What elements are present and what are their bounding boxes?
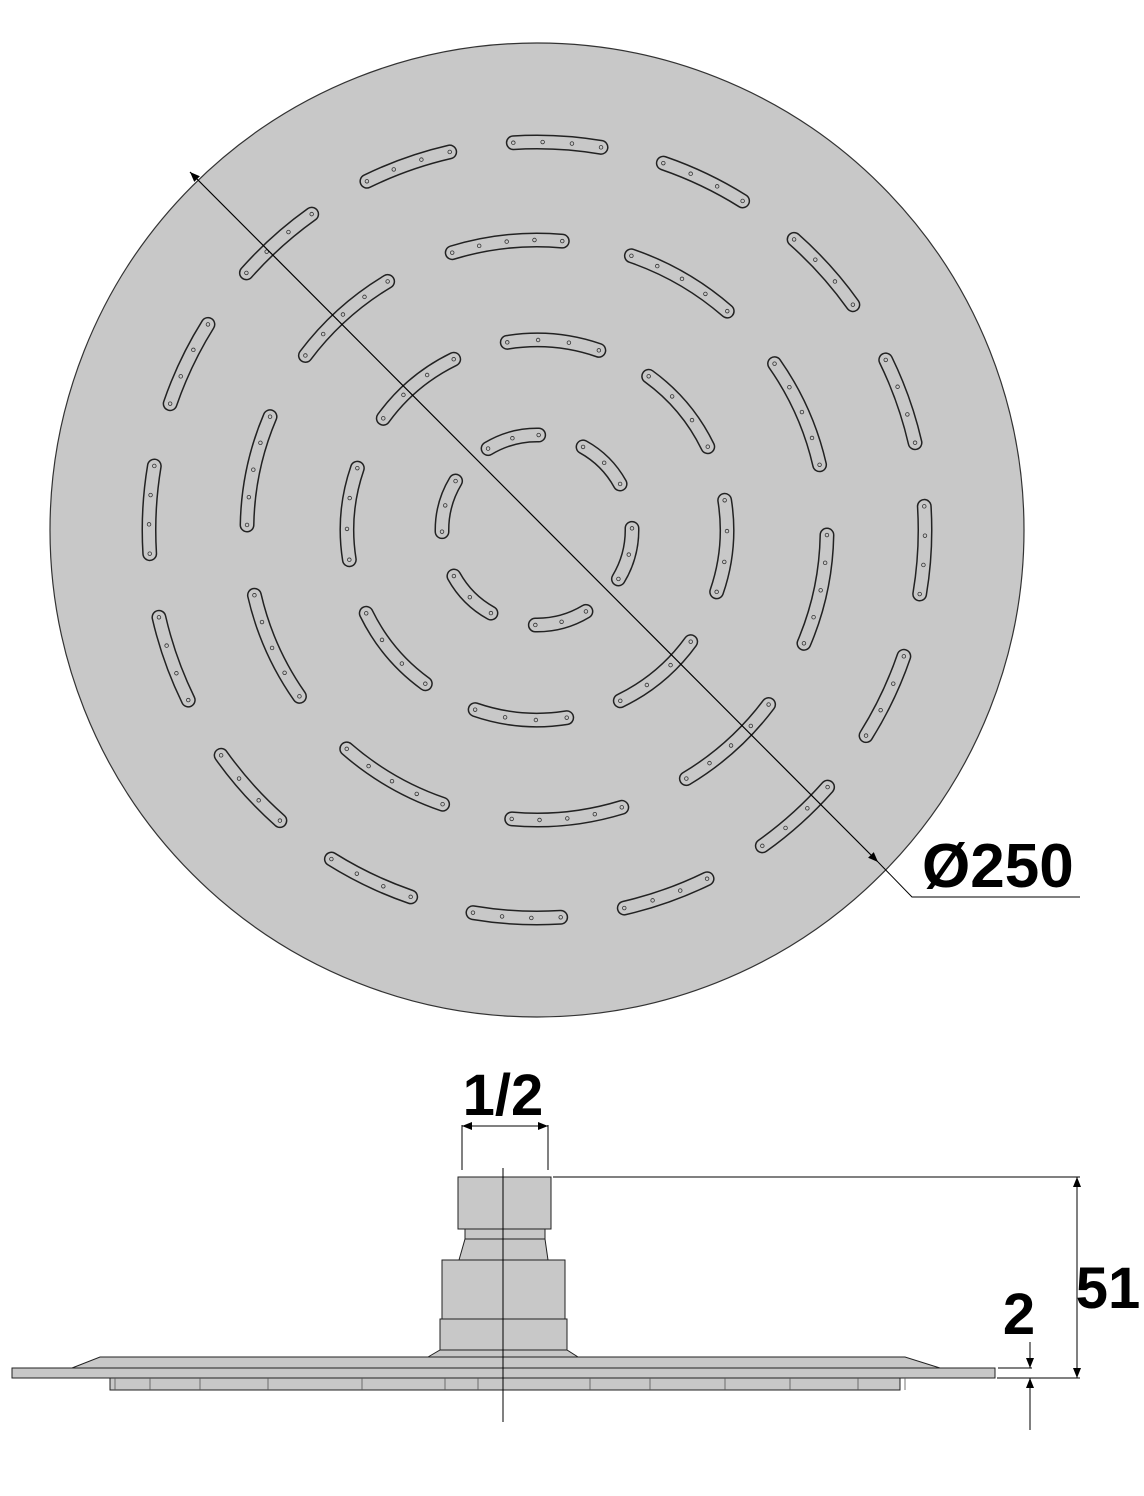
side-dimensions bbox=[461, 1122, 1081, 1430]
nozzle-hole bbox=[147, 551, 152, 556]
flange bbox=[71, 1356, 941, 1369]
nozzle-hole bbox=[895, 384, 900, 389]
thickness-label: 2 bbox=[1003, 1282, 1035, 1347]
side-view bbox=[11, 1168, 996, 1422]
nozzle-hole bbox=[912, 440, 918, 445]
diameter-leader-line bbox=[877, 861, 1080, 898]
nozzle-slot-inner bbox=[913, 500, 931, 601]
nozzle-hole bbox=[156, 615, 162, 620]
nozzle-hole bbox=[470, 910, 476, 915]
nozzle-hole bbox=[922, 504, 927, 509]
nozzle-hole bbox=[408, 894, 413, 900]
nozzle-slot-inner bbox=[143, 459, 161, 560]
nozzle-hole bbox=[174, 671, 179, 676]
nozzle-hole bbox=[511, 140, 516, 145]
nozzle-hole bbox=[354, 871, 360, 876]
nozzle-hole bbox=[661, 160, 666, 166]
neck-ring bbox=[464, 1228, 546, 1240]
nozzle-hole bbox=[891, 681, 896, 686]
nozzle-hole bbox=[164, 643, 169, 648]
nozzle-hole bbox=[921, 562, 926, 568]
thread-fitting bbox=[457, 1176, 552, 1230]
nozzle-hole bbox=[391, 167, 396, 172]
nozzle-hole bbox=[499, 914, 505, 919]
nozzle-slot-inner bbox=[618, 872, 714, 915]
thread-label: 1/2 bbox=[463, 1063, 544, 1128]
nozzle-hole bbox=[178, 374, 183, 379]
nozzle-hole bbox=[622, 905, 627, 911]
nozzle-hole bbox=[146, 522, 152, 527]
nozzle-hole bbox=[558, 915, 563, 920]
nozzle-slot-inner bbox=[879, 353, 922, 449]
nozzle-hole bbox=[905, 412, 910, 417]
nozzle-hole bbox=[152, 463, 157, 469]
nozzle-slot-inner bbox=[466, 906, 567, 924]
nozzle-hole bbox=[922, 533, 928, 538]
nozzle-slot-inner bbox=[507, 136, 608, 154]
nozzle-hole bbox=[569, 141, 575, 146]
nozzle-hole bbox=[598, 145, 604, 150]
nozzle-hole bbox=[704, 876, 710, 881]
nozzle-hole bbox=[447, 149, 452, 155]
nozzle-hole bbox=[529, 915, 534, 921]
nozzle-hole bbox=[678, 888, 683, 893]
nozzle-hole bbox=[167, 401, 173, 406]
nozzle-hole bbox=[381, 884, 386, 889]
diameter-dimension-line bbox=[189, 171, 879, 863]
nozzle-hole bbox=[419, 157, 424, 162]
nozzle-hole bbox=[883, 357, 888, 363]
nozzle-hole bbox=[901, 654, 907, 659]
nozzle-hole bbox=[917, 591, 922, 597]
nozzle-slot-inner bbox=[152, 611, 195, 707]
nozzle-strip bbox=[109, 1377, 901, 1391]
nozzle-hole bbox=[148, 492, 153, 498]
height-label: 51 bbox=[1076, 1256, 1141, 1321]
top-view: Ø250 bbox=[49, 42, 1080, 1018]
shower-head-disc bbox=[49, 42, 1025, 1018]
diameter-label: Ø250 bbox=[922, 832, 1074, 901]
nozzle-hole bbox=[650, 898, 655, 903]
nozzle-hole bbox=[878, 707, 883, 713]
nozzle-hole bbox=[540, 139, 545, 145]
